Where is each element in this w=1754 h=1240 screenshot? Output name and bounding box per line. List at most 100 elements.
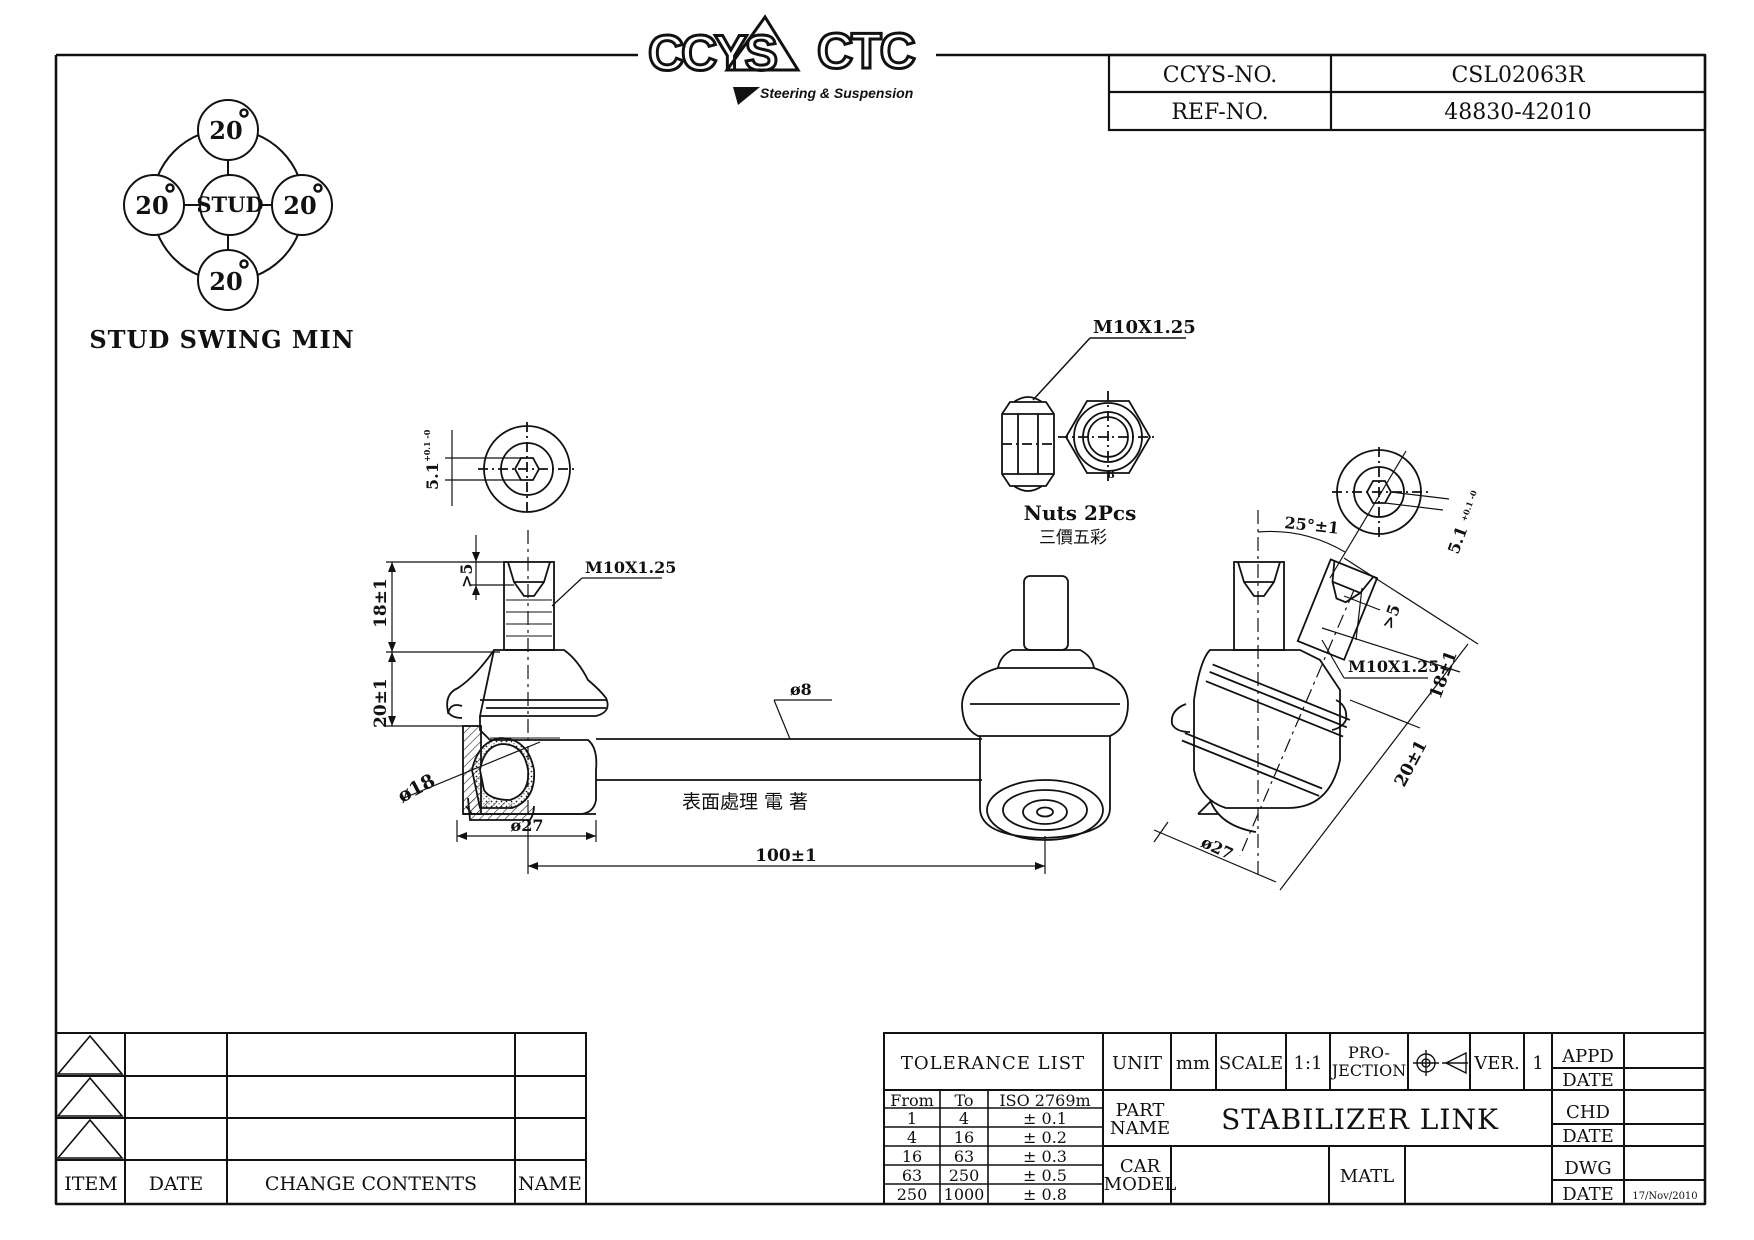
tol-cell: 250 bbox=[949, 1166, 980, 1185]
tolerance-rows: 1 4 ± 0.1 4 16 ± 0.2 16 63 ± 0.3 63 250 … bbox=[897, 1109, 1067, 1204]
surface-treatment-note: 表面處理 電 著 bbox=[682, 791, 808, 813]
thread-callout-top bbox=[1032, 337, 1186, 401]
tol-cell: 1 bbox=[907, 1109, 917, 1128]
tol-cell: 16 bbox=[954, 1128, 974, 1147]
dim-d27-left: ø27 bbox=[511, 816, 544, 835]
dimension-lines bbox=[386, 530, 1479, 891]
logo-tagline: Steering & Suspension bbox=[760, 85, 913, 101]
thread-label-left: M10X1.25 bbox=[585, 558, 676, 577]
tol-header-from: From bbox=[890, 1091, 934, 1110]
nut-front-view bbox=[1058, 391, 1158, 483]
tol-cell: ± 0.2 bbox=[1023, 1128, 1067, 1147]
thread-label-top: M10X1.25 bbox=[1093, 317, 1196, 338]
rev-header-name: NAME bbox=[518, 1173, 582, 1195]
dim-20-right: 20±1 bbox=[1391, 737, 1432, 790]
connecting-bar bbox=[596, 738, 982, 781]
dwg-date-label: DATE bbox=[1562, 1184, 1614, 1205]
stud-swing-caption: STUD SWING MIN bbox=[89, 325, 354, 354]
tol-cell: 4 bbox=[907, 1128, 917, 1147]
hex-size-left: 5.1 bbox=[423, 462, 442, 490]
dimension-labels: 18±1 20±1 >5 M10X1.25 ø18 ø27 ø8 100±1 表… bbox=[371, 513, 1462, 866]
company-logo: CCYS CTC Steering & Suspension bbox=[647, 14, 918, 105]
appd-date-label: DATE bbox=[1562, 1070, 1614, 1091]
tolerance-title: TOLERANCE LIST bbox=[901, 1053, 1085, 1074]
logo-right-text: CTC bbox=[817, 23, 915, 79]
dim-d8: ø8 bbox=[790, 680, 812, 699]
tol-cell: ± 0.5 bbox=[1023, 1166, 1067, 1185]
tol-cell: ± 0.3 bbox=[1023, 1147, 1067, 1166]
right-ball-joint bbox=[1170, 510, 1379, 876]
matl-label: MATL bbox=[1340, 1166, 1394, 1187]
nut-size-label: 8 bbox=[1107, 468, 1115, 481]
appd-label: APPD bbox=[1561, 1046, 1614, 1067]
dwg-date-value: 17/Nov/2010 bbox=[1632, 1191, 1697, 1202]
ver-value: 1 bbox=[1532, 1053, 1543, 1074]
part-label-1: PART bbox=[1116, 1100, 1165, 1121]
dimension-arrowheads bbox=[388, 552, 1045, 870]
tol-cell: 16 bbox=[902, 1147, 922, 1166]
part-number-box: CCYS-NO. CSL02063R REF-NO. 48830-42010 bbox=[1107, 53, 1707, 132]
tol-cell: 250 bbox=[897, 1185, 928, 1204]
ref-no-label: REF-NO. bbox=[1171, 100, 1268, 125]
ver-label: VER. bbox=[1473, 1053, 1519, 1074]
rev-header-date: DATE bbox=[149, 1173, 203, 1195]
dim-18-left: 18±1 bbox=[371, 578, 391, 628]
hex-tol-left: +0.1 -0 bbox=[422, 429, 432, 462]
ref-no-value: 48830-42010 bbox=[1444, 100, 1591, 125]
left-ball-joint bbox=[446, 530, 609, 836]
stud-swing-labels: STUD 20 20 20 20 STUD SWING MIN bbox=[89, 108, 354, 354]
degree-mark-icons bbox=[165, 108, 323, 269]
left-socket-end-view bbox=[445, 422, 576, 516]
tol-cell: 63 bbox=[954, 1147, 974, 1166]
dim-gt5-left: >5 bbox=[457, 563, 476, 588]
dim-20-left: 20±1 bbox=[371, 678, 391, 728]
projection-label-2: JECTION bbox=[1330, 1061, 1406, 1080]
dim-length: 100±1 bbox=[755, 846, 817, 866]
tol-cell: ± 0.1 bbox=[1023, 1109, 1067, 1128]
stud-swing-diagram bbox=[123, 99, 333, 311]
right-socket-end-view bbox=[1329, 447, 1450, 579]
dim-d18: ø18 bbox=[394, 770, 439, 808]
ccys-no-value: CSL02063R bbox=[1451, 63, 1585, 88]
dwg-label: DWG bbox=[1564, 1158, 1611, 1179]
chd-label: CHD bbox=[1566, 1102, 1610, 1123]
unit-value: mm bbox=[1176, 1053, 1210, 1074]
swing-angle-right: 20 bbox=[283, 191, 316, 220]
tol-cell: 1000 bbox=[944, 1185, 985, 1204]
tol-cell: 63 bbox=[902, 1166, 922, 1185]
projection-symbol-icon bbox=[1413, 1050, 1468, 1076]
tol-cell: ± 0.8 bbox=[1023, 1185, 1067, 1204]
dim-angle: 25°±1 bbox=[1284, 513, 1340, 538]
rev-header-item: ITEM bbox=[64, 1173, 118, 1195]
revision-table: ITEM DATE CHANGE CONTENTS NAME bbox=[55, 1032, 587, 1205]
tol-header-iso: ISO 2769m bbox=[999, 1091, 1090, 1110]
unit-label: UNIT bbox=[1112, 1053, 1162, 1074]
center-ball-joint bbox=[961, 575, 1129, 841]
tol-cell: 4 bbox=[959, 1109, 969, 1128]
logo-left-text: CCYS bbox=[648, 25, 777, 81]
dim-gt5-right: >5 bbox=[1378, 602, 1404, 632]
stud-label: STUD bbox=[196, 192, 263, 217]
nut-side-view bbox=[1001, 396, 1055, 492]
nuts-note: Nuts 2Pcs bbox=[1024, 501, 1137, 525]
projection-label-1: PRO- bbox=[1348, 1043, 1390, 1062]
part-name: STABILIZER LINK bbox=[1221, 1103, 1499, 1136]
thread-label-right: M10X1.25 bbox=[1348, 657, 1439, 676]
scale-label: SCALE bbox=[1219, 1053, 1283, 1074]
swing-angle-left: 20 bbox=[135, 191, 168, 220]
swing-angle-bottom: 20 bbox=[209, 267, 242, 296]
hex-size-right: 5.1 bbox=[1444, 524, 1471, 557]
title-block: TOLERANCE LIST From To ISO 2769m 1 4 ± 0… bbox=[883, 1032, 1706, 1205]
dim-d27-right: ø27 bbox=[1198, 832, 1236, 863]
ccys-no-label: CCYS-NO. bbox=[1163, 63, 1278, 88]
rev-header-change: CHANGE CONTENTS bbox=[265, 1173, 477, 1195]
chd-date-label: DATE bbox=[1562, 1126, 1614, 1147]
nuts-plating-note: 三價五彩 bbox=[1039, 528, 1107, 548]
tol-header-to: To bbox=[954, 1091, 973, 1110]
part-label-2: NAME bbox=[1110, 1118, 1170, 1139]
scale-value: 1:1 bbox=[1294, 1053, 1323, 1074]
swing-angle-top: 20 bbox=[209, 116, 242, 145]
hex-tol-right: +0.1 -0 bbox=[1458, 489, 1479, 523]
car-label-2: MODEL bbox=[1104, 1174, 1177, 1195]
